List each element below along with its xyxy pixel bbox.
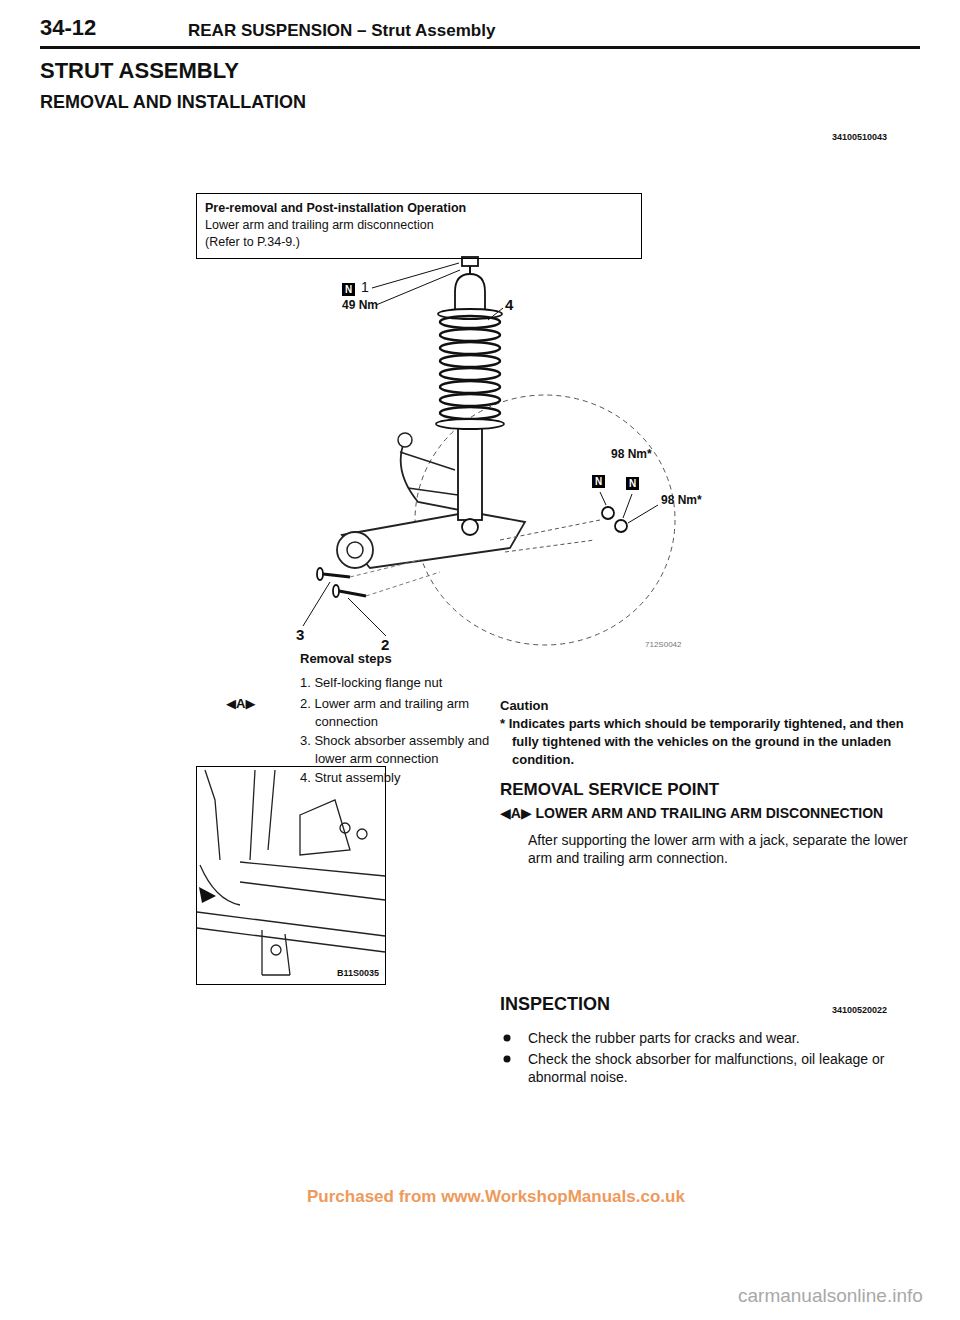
section-heading: REMOVAL AND INSTALLATION	[40, 91, 306, 114]
inset-sketch	[200, 865, 240, 905]
leader-line	[623, 494, 632, 518]
nut	[602, 507, 614, 519]
watermark: Purchased from www.WorkshopManuals.co.uk	[307, 1186, 685, 1207]
subsection-heading: REMOVAL SERVICE POINT	[500, 779, 719, 800]
callout-number: 1	[361, 279, 369, 297]
inset-figure-frame: B11S0035	[196, 766, 386, 985]
spring-seat	[436, 419, 504, 429]
inset-sketch	[240, 862, 385, 900]
figure-code: B11S0035	[337, 967, 379, 979]
bolt-shank	[339, 591, 366, 596]
page-number: 34-12	[40, 14, 96, 42]
callout-number: 3	[296, 626, 304, 645]
code-number: 34100520022	[832, 1005, 887, 1016]
watermark: carmanualsonline.info	[738, 1284, 923, 1308]
spring-coil	[440, 407, 500, 419]
pointer-arrow	[199, 887, 216, 903]
step-text: 1. Self-locking flange nut	[300, 674, 505, 692]
list-heading: Removal steps	[300, 650, 392, 668]
stud	[469, 266, 471, 274]
step-text: 2. Lower arm and trailing arm connection	[300, 695, 500, 731]
lower-eye	[462, 519, 478, 535]
spring-coil	[440, 381, 500, 393]
bullet-text: Check the rubber parts for cracks and we…	[528, 1029, 923, 1047]
knuckle-outline	[500, 520, 600, 552]
header-rule	[40, 46, 920, 49]
inset-sketch	[197, 912, 385, 952]
spring-coil	[440, 394, 500, 406]
step-text: 4. Strut assembly	[300, 769, 505, 787]
spring-coil	[440, 368, 500, 380]
leader-line	[488, 308, 503, 320]
spring-coil	[440, 355, 500, 367]
torque-value: 49 Nm	[342, 298, 378, 313]
operation-box: Pre-removal and Post-installation Operat…	[196, 193, 642, 259]
arm-edge	[400, 452, 458, 495]
subsection-heading: INSPECTION	[500, 993, 610, 1016]
inset-sketch	[262, 930, 290, 975]
upper-mount	[455, 274, 485, 312]
box-body: Lower arm and trailing arm disconnection…	[205, 217, 470, 251]
bolt-axis	[350, 560, 440, 596]
inset-sketch	[340, 823, 350, 833]
spring-coil	[440, 329, 500, 341]
leader-line	[303, 582, 330, 626]
box-heading: Pre-removal and Post-installation Operat…	[205, 200, 633, 217]
bullet	[504, 1035, 511, 1042]
inset-sketch	[205, 770, 220, 860]
step-text: 3. Shock absorber assembly and lower arm…	[300, 732, 515, 768]
torque-value: 98 Nm*	[611, 447, 652, 462]
new-part-mark: N	[342, 283, 355, 296]
bolt-head	[333, 585, 339, 597]
leader-line	[600, 492, 606, 505]
spring-coil	[440, 342, 500, 354]
new-part-mark: N	[626, 477, 639, 490]
section-title: STRUT ASSEMBLY	[40, 57, 239, 85]
code-number: 34100510043	[832, 132, 887, 143]
new-part-mark: N	[592, 475, 605, 488]
inset-sketch	[271, 945, 281, 955]
nut	[615, 520, 627, 532]
leader-line	[376, 270, 460, 305]
callout-number: 4	[505, 296, 513, 315]
torque-value: 98 Nm*	[661, 493, 702, 508]
inset-sketch	[300, 800, 350, 855]
bushing-eye	[337, 532, 373, 568]
service-heading: ◀A▶ LOWER ARM AND TRAILING ARM DISCONNEC…	[500, 805, 883, 823]
figure-code: 712S0042	[645, 640, 681, 650]
bushing	[398, 433, 412, 447]
leader-line	[628, 505, 658, 523]
inset-sketch	[250, 770, 275, 860]
caution-heading: Caution	[500, 697, 548, 715]
bushing-core	[347, 542, 363, 558]
inset-sketch	[357, 829, 367, 839]
caution-note: * Indicates parts which should be tempor…	[500, 715, 932, 769]
bullet-text: Check the shock absorber for malfunction…	[528, 1050, 923, 1086]
bolt-shank	[323, 574, 350, 577]
body-text: After supporting the lower arm with a ja…	[528, 831, 923, 867]
service-mark: ◀A▶	[226, 695, 255, 713]
leader-line	[348, 598, 386, 636]
running-header: REAR SUSPENSION – Strut Assembly	[188, 20, 495, 41]
bolt-head	[317, 568, 323, 580]
bullet	[504, 1056, 511, 1063]
shock-body	[458, 420, 482, 520]
